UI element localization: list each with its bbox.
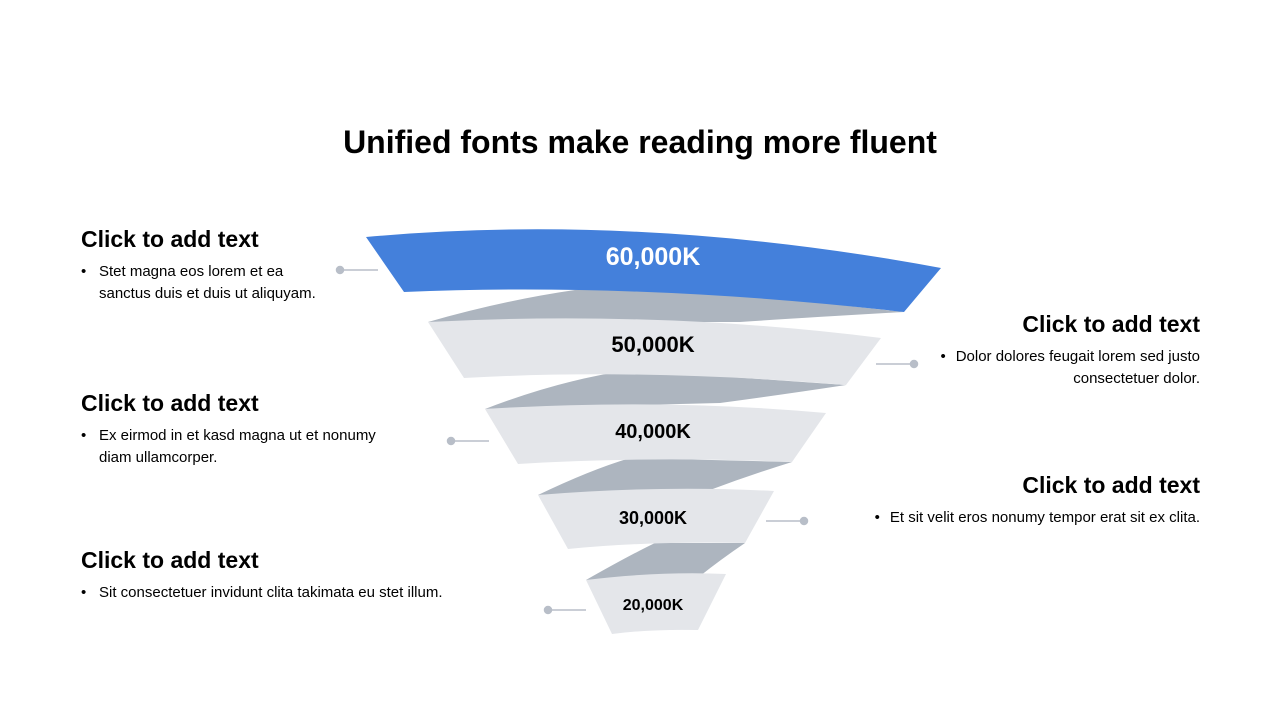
funnel-fold-2 — [485, 370, 846, 409]
text-block-1[interactable]: Click to add text Stet magna eos lorem e… — [81, 225, 321, 305]
funnel-stage-4[interactable] — [538, 488, 774, 549]
funnel-fold-1 — [428, 283, 904, 322]
block-heading[interactable]: Click to add text — [81, 547, 259, 573]
funnel-label-1: 60,000K — [606, 243, 701, 271]
funnel-fold-3 — [538, 458, 792, 495]
slide-title[interactable]: Unified fonts make reading more fluent — [343, 124, 937, 160]
funnel-stage-5[interactable] — [586, 573, 726, 634]
block-bullet[interactable]: Et sit velit eros nonumy tempor erat sit… — [800, 507, 1200, 529]
leader-dot-1 — [335, 265, 345, 275]
funnel-label-4: 30,000K — [619, 508, 687, 528]
funnel-label-3: 40,000K — [615, 421, 691, 443]
block-bullet[interactable]: Ex eirmod in et kasd magna ut et nonumy … — [81, 425, 411, 469]
text-block-5[interactable]: Click to add text Sit consectetuer invid… — [81, 546, 501, 604]
leader-dot-5 — [543, 605, 553, 615]
funnel-label-5: 20,000K — [623, 597, 684, 614]
text-block-3[interactable]: Click to add text Ex eirmod in et kasd m… — [81, 389, 411, 469]
block-bullet[interactable]: Sit consectetuer invidunt clita takimata… — [81, 582, 501, 604]
block-heading[interactable]: Click to add text — [81, 226, 259, 252]
funnel-fold-4 — [586, 543, 745, 580]
block-heading[interactable]: Click to add text — [1022, 311, 1200, 337]
text-block-4[interactable]: Click to add text Et sit velit eros nonu… — [800, 471, 1200, 529]
funnel-stage-1[interactable] — [366, 229, 941, 312]
block-bullet[interactable]: Dolor dolores feugait lorem sed justo co… — [800, 346, 1200, 390]
funnel-label-2: 50,000K — [611, 332, 694, 357]
text-block-2[interactable]: Click to add text Dolor dolores feugait … — [800, 310, 1200, 390]
block-heading[interactable]: Click to add text — [81, 390, 259, 416]
block-heading[interactable]: Click to add text — [1022, 472, 1200, 498]
funnel-stage-3[interactable] — [485, 404, 826, 464]
block-bullet[interactable]: Stet magna eos lorem et ea sanctus duis … — [81, 261, 321, 305]
leader-dot-3 — [446, 436, 456, 446]
funnel-stage-2[interactable] — [428, 318, 881, 385]
